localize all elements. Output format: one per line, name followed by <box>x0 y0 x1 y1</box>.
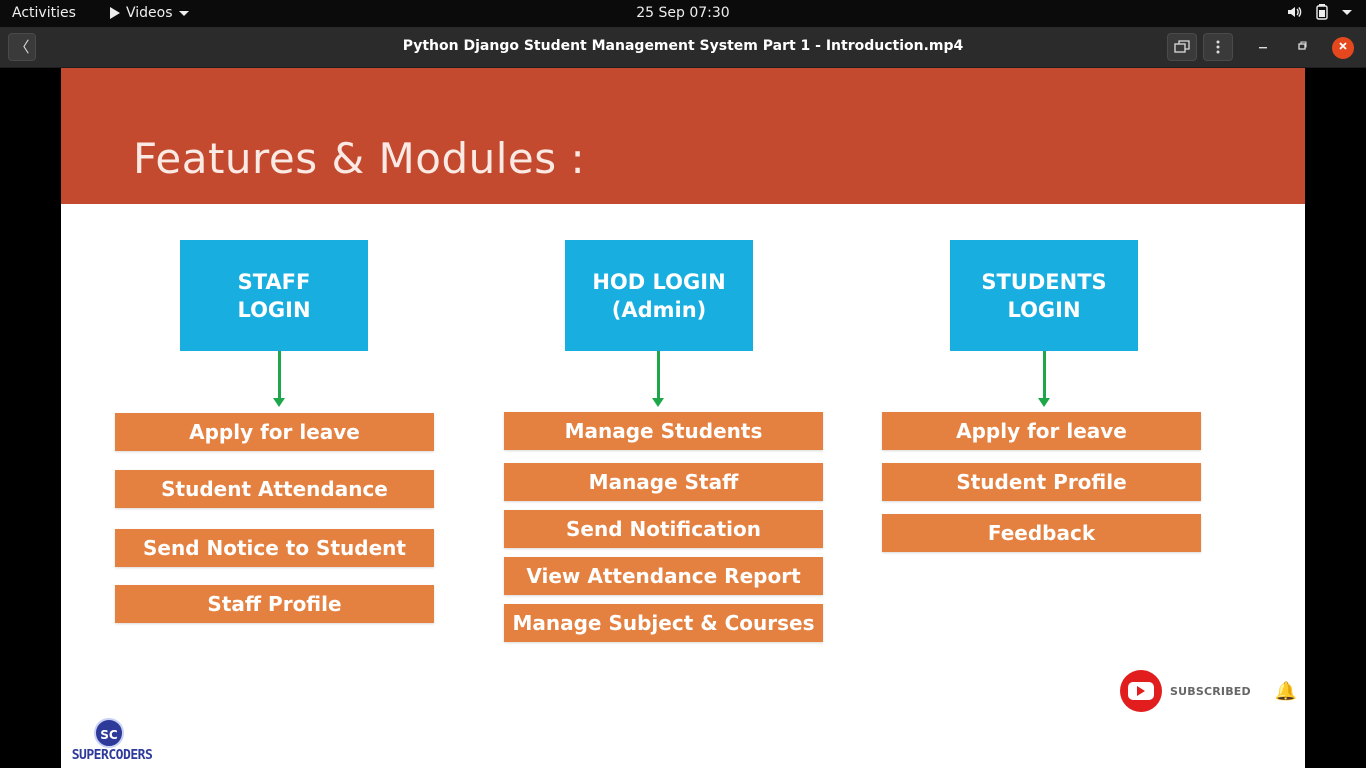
videos-app-icon <box>110 7 120 19</box>
system-top-bar: Activities Videos 25 Sep 07:30 <box>0 0 1366 27</box>
module-box: Student Profile <box>882 463 1201 501</box>
hod-login-box: HOD LOGIN (Admin) <box>565 240 753 351</box>
login-line: (Admin) <box>611 297 707 322</box>
login-line: LOGIN <box>237 297 311 322</box>
minimize-icon <box>1259 47 1267 49</box>
back-button[interactable]: 〈 <box>8 33 36 61</box>
module-box: Send Notice to Student <box>115 529 434 567</box>
module-box: Student Attendance <box>115 470 434 508</box>
login-line: LOGIN <box>1007 297 1081 322</box>
slide-header: Features & Modules : <box>61 68 1305 204</box>
module-box: Manage Staff <box>504 463 823 501</box>
login-line: HOD LOGIN <box>592 269 726 294</box>
clock-container: 25 Sep 07:30 <box>0 5 1366 21</box>
arrow-down-icon <box>273 351 285 407</box>
bell-icon: 🔔 <box>1274 680 1298 702</box>
app-menu[interactable]: Videos <box>110 5 189 21</box>
logo-text: SUPERCODERS <box>71 748 153 763</box>
window-title: Python Django Student Management System … <box>402 38 964 54</box>
module-box: View Attendance Report <box>504 557 823 595</box>
minimize-button[interactable] <box>1252 37 1274 59</box>
subscribed-label: SUBSCRIBED <box>1170 684 1251 698</box>
subscribe-overlay: SUBSCRIBED 🔔 <box>1120 670 1297 712</box>
kebab-menu-icon <box>1216 40 1220 54</box>
app-menu-label: Videos <box>126 5 173 21</box>
youtube-icon <box>1120 670 1162 712</box>
video-frame-slide: Features & Modules : STAFF LOGIN Apply fo… <box>61 68 1305 768</box>
module-box: Send Notification <box>504 510 823 548</box>
fullscreen-icon <box>1174 40 1190 53</box>
close-icon <box>1339 42 1347 50</box>
arrow-down-icon <box>652 351 664 407</box>
module-box: Apply for leave <box>882 412 1201 450</box>
students-login-box: STUDENTS LOGIN <box>950 240 1138 351</box>
login-line: STUDENTS <box>981 269 1107 294</box>
module-box: Manage Subject & Courses <box>504 604 823 642</box>
fullscreen-button[interactable] <box>1167 33 1197 61</box>
chevron-down-icon <box>178 10 189 16</box>
activities-button[interactable]: Activities <box>12 5 76 21</box>
battery-icon <box>1316 4 1328 20</box>
staff-login-box: STAFF LOGIN <box>180 240 368 351</box>
system-menu-chevron-icon <box>1342 9 1352 15</box>
restore-icon <box>1298 41 1307 50</box>
slide-heading: Features & Modules : <box>133 134 586 183</box>
module-box: Staff Profile <box>115 585 434 623</box>
volume-icon <box>1288 7 1302 17</box>
module-box: Feedback <box>882 514 1201 552</box>
window-header-bar: 〈 Python Django Student Management Syste… <box>0 27 1366 68</box>
menu-button[interactable] <box>1203 33 1233 61</box>
close-button[interactable] <box>1332 37 1354 59</box>
system-tray[interactable] <box>1286 4 1352 20</box>
supercoders-logo: SC SUPERCODERS <box>61 716 163 768</box>
arrow-down-icon <box>1038 351 1050 407</box>
login-line: STAFF <box>237 269 311 294</box>
module-box: Apply for leave <box>115 413 434 451</box>
video-player-area[interactable]: Features & Modules : STAFF LOGIN Apply fo… <box>0 68 1366 768</box>
module-box: Manage Students <box>504 412 823 450</box>
logo-badge: SC <box>94 718 124 748</box>
maximize-button[interactable] <box>1291 37 1313 59</box>
clock[interactable]: 25 Sep 07:30 <box>636 5 730 21</box>
